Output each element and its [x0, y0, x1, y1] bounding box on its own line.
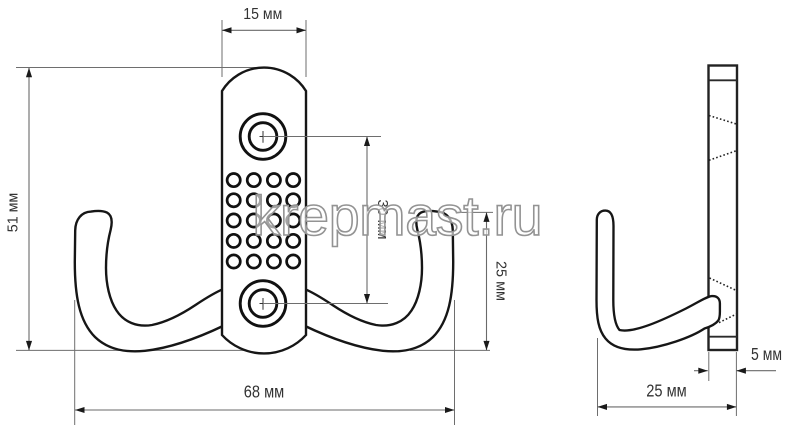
svg-text:51 мм: 51 мм [5, 193, 22, 233]
svg-text:krepmast.ru: krepmast.ru [253, 185, 543, 247]
svg-text:30 мм: 30 мм [374, 200, 391, 240]
svg-text:25 мм: 25 мм [646, 381, 687, 401]
svg-text:15 мм: 15 мм [243, 6, 282, 23]
svg-text:5 мм: 5 мм [751, 344, 782, 364]
svg-text:25 мм: 25 мм [493, 261, 510, 301]
svg-text:68 мм: 68 мм [244, 382, 285, 402]
